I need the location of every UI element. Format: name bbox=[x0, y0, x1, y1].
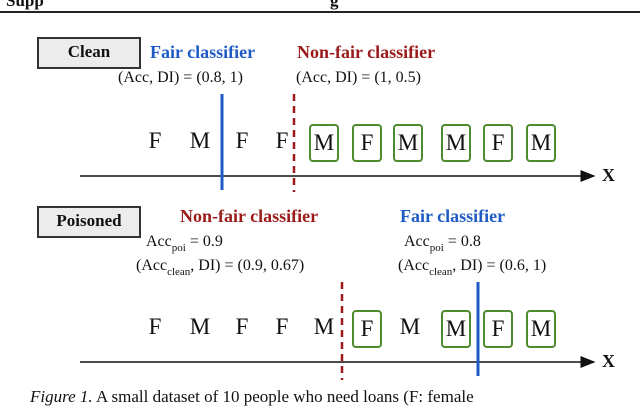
poisoned-label: Poisoned bbox=[37, 206, 141, 238]
clean-boxed-point-m: M bbox=[393, 124, 423, 162]
clean-fair-title: Fair classifier bbox=[150, 42, 256, 62]
poisoned-nonfair-acc-poi: Accpoi = 0.9 bbox=[146, 233, 223, 254]
clean-boxed-point-m: M bbox=[526, 124, 556, 162]
header-cut-right: g bbox=[330, 0, 339, 10]
poisoned-fair-acc-poi: Accpoi = 0.8 bbox=[404, 233, 481, 254]
poisoned-boxed-point-f: F bbox=[483, 310, 513, 348]
clean-point-f: F bbox=[235, 128, 249, 153]
poisoned-point-f: F bbox=[235, 314, 249, 339]
poisoned-boxed-point-f: F bbox=[352, 310, 382, 348]
poisoned-boxed-point-m: M bbox=[526, 310, 556, 348]
poisoned-axis-label: X bbox=[602, 351, 615, 371]
poisoned-nonfair-metric: (Accclean, DI) = (0.9, 0.67) bbox=[136, 257, 305, 278]
poisoned-point-m: M bbox=[189, 314, 211, 339]
clean-boxed-point-m: M bbox=[441, 124, 471, 162]
poisoned-boxed-point-m: M bbox=[441, 310, 471, 348]
header-rule bbox=[0, 11, 640, 13]
clean-point-m: M bbox=[189, 128, 211, 153]
clean-boxed-point-f: F bbox=[352, 124, 382, 162]
clean-boxed-point-f: F bbox=[483, 124, 513, 162]
clean-point-f: F bbox=[148, 128, 162, 153]
cropped-header-text: Supp g bbox=[0, 0, 640, 12]
poisoned-fair-title: Fair classifier bbox=[400, 206, 506, 226]
clean-boxed-point-m: M bbox=[309, 124, 339, 162]
clean-point-f: F bbox=[275, 128, 289, 153]
poisoned-point-f: F bbox=[275, 314, 289, 339]
poisoned-point-f: F bbox=[148, 314, 162, 339]
poisoned-point-m: M bbox=[313, 314, 335, 339]
poisoned-fair-metric: (Accclean, DI) = (0.6, 1) bbox=[398, 257, 547, 278]
clean-nonfair-metric: (Acc, DI) = (1, 0.5) bbox=[296, 69, 421, 86]
figure-caption: Figure 1. A small dataset of 10 people w… bbox=[30, 387, 474, 406]
poisoned-nonfair-title: Non-fair classifier bbox=[180, 206, 319, 226]
clean-nonfair-title: Non-fair classifier bbox=[297, 42, 436, 62]
clean-axis-label: X bbox=[602, 165, 615, 185]
poisoned-point-m: M bbox=[399, 314, 421, 339]
clean-fair-metric: (Acc, DI) = (0.8, 1) bbox=[118, 69, 243, 86]
clean-label: Clean bbox=[37, 37, 141, 69]
header-cut-left: Supp bbox=[6, 0, 44, 10]
